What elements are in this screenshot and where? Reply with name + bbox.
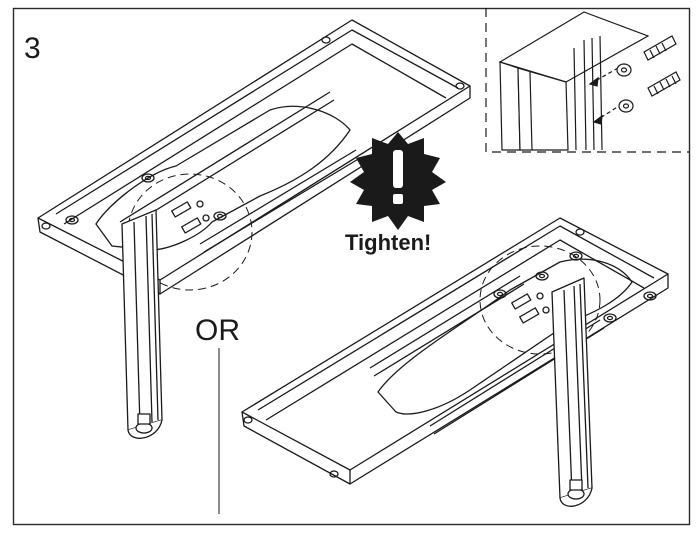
warning-burst-icon (350, 132, 446, 230)
step-number: 3 (24, 32, 41, 65)
detail-inset (485, 8, 689, 153)
right-mount-plate (377, 258, 633, 415)
right-leg (551, 277, 593, 507)
right-assembly (241, 217, 669, 507)
right-mount-holes (243, 228, 657, 478)
right-tray-top (241, 217, 669, 471)
left-assembly (37, 19, 471, 439)
left-mount-holes (41, 36, 465, 230)
screw-icon (643, 35, 681, 97)
right-detail-circle (479, 245, 601, 355)
warning-label: Tighten! (345, 230, 431, 255)
step-frame (12, 7, 691, 526)
left-bracket-screws (171, 200, 210, 234)
left-leg (121, 209, 163, 439)
alternative-label: OR (195, 314, 240, 347)
washer-icon (616, 63, 634, 113)
detail-inset-border (485, 8, 689, 153)
right-bracket-screws (511, 292, 550, 324)
left-mount-plate (95, 105, 351, 251)
